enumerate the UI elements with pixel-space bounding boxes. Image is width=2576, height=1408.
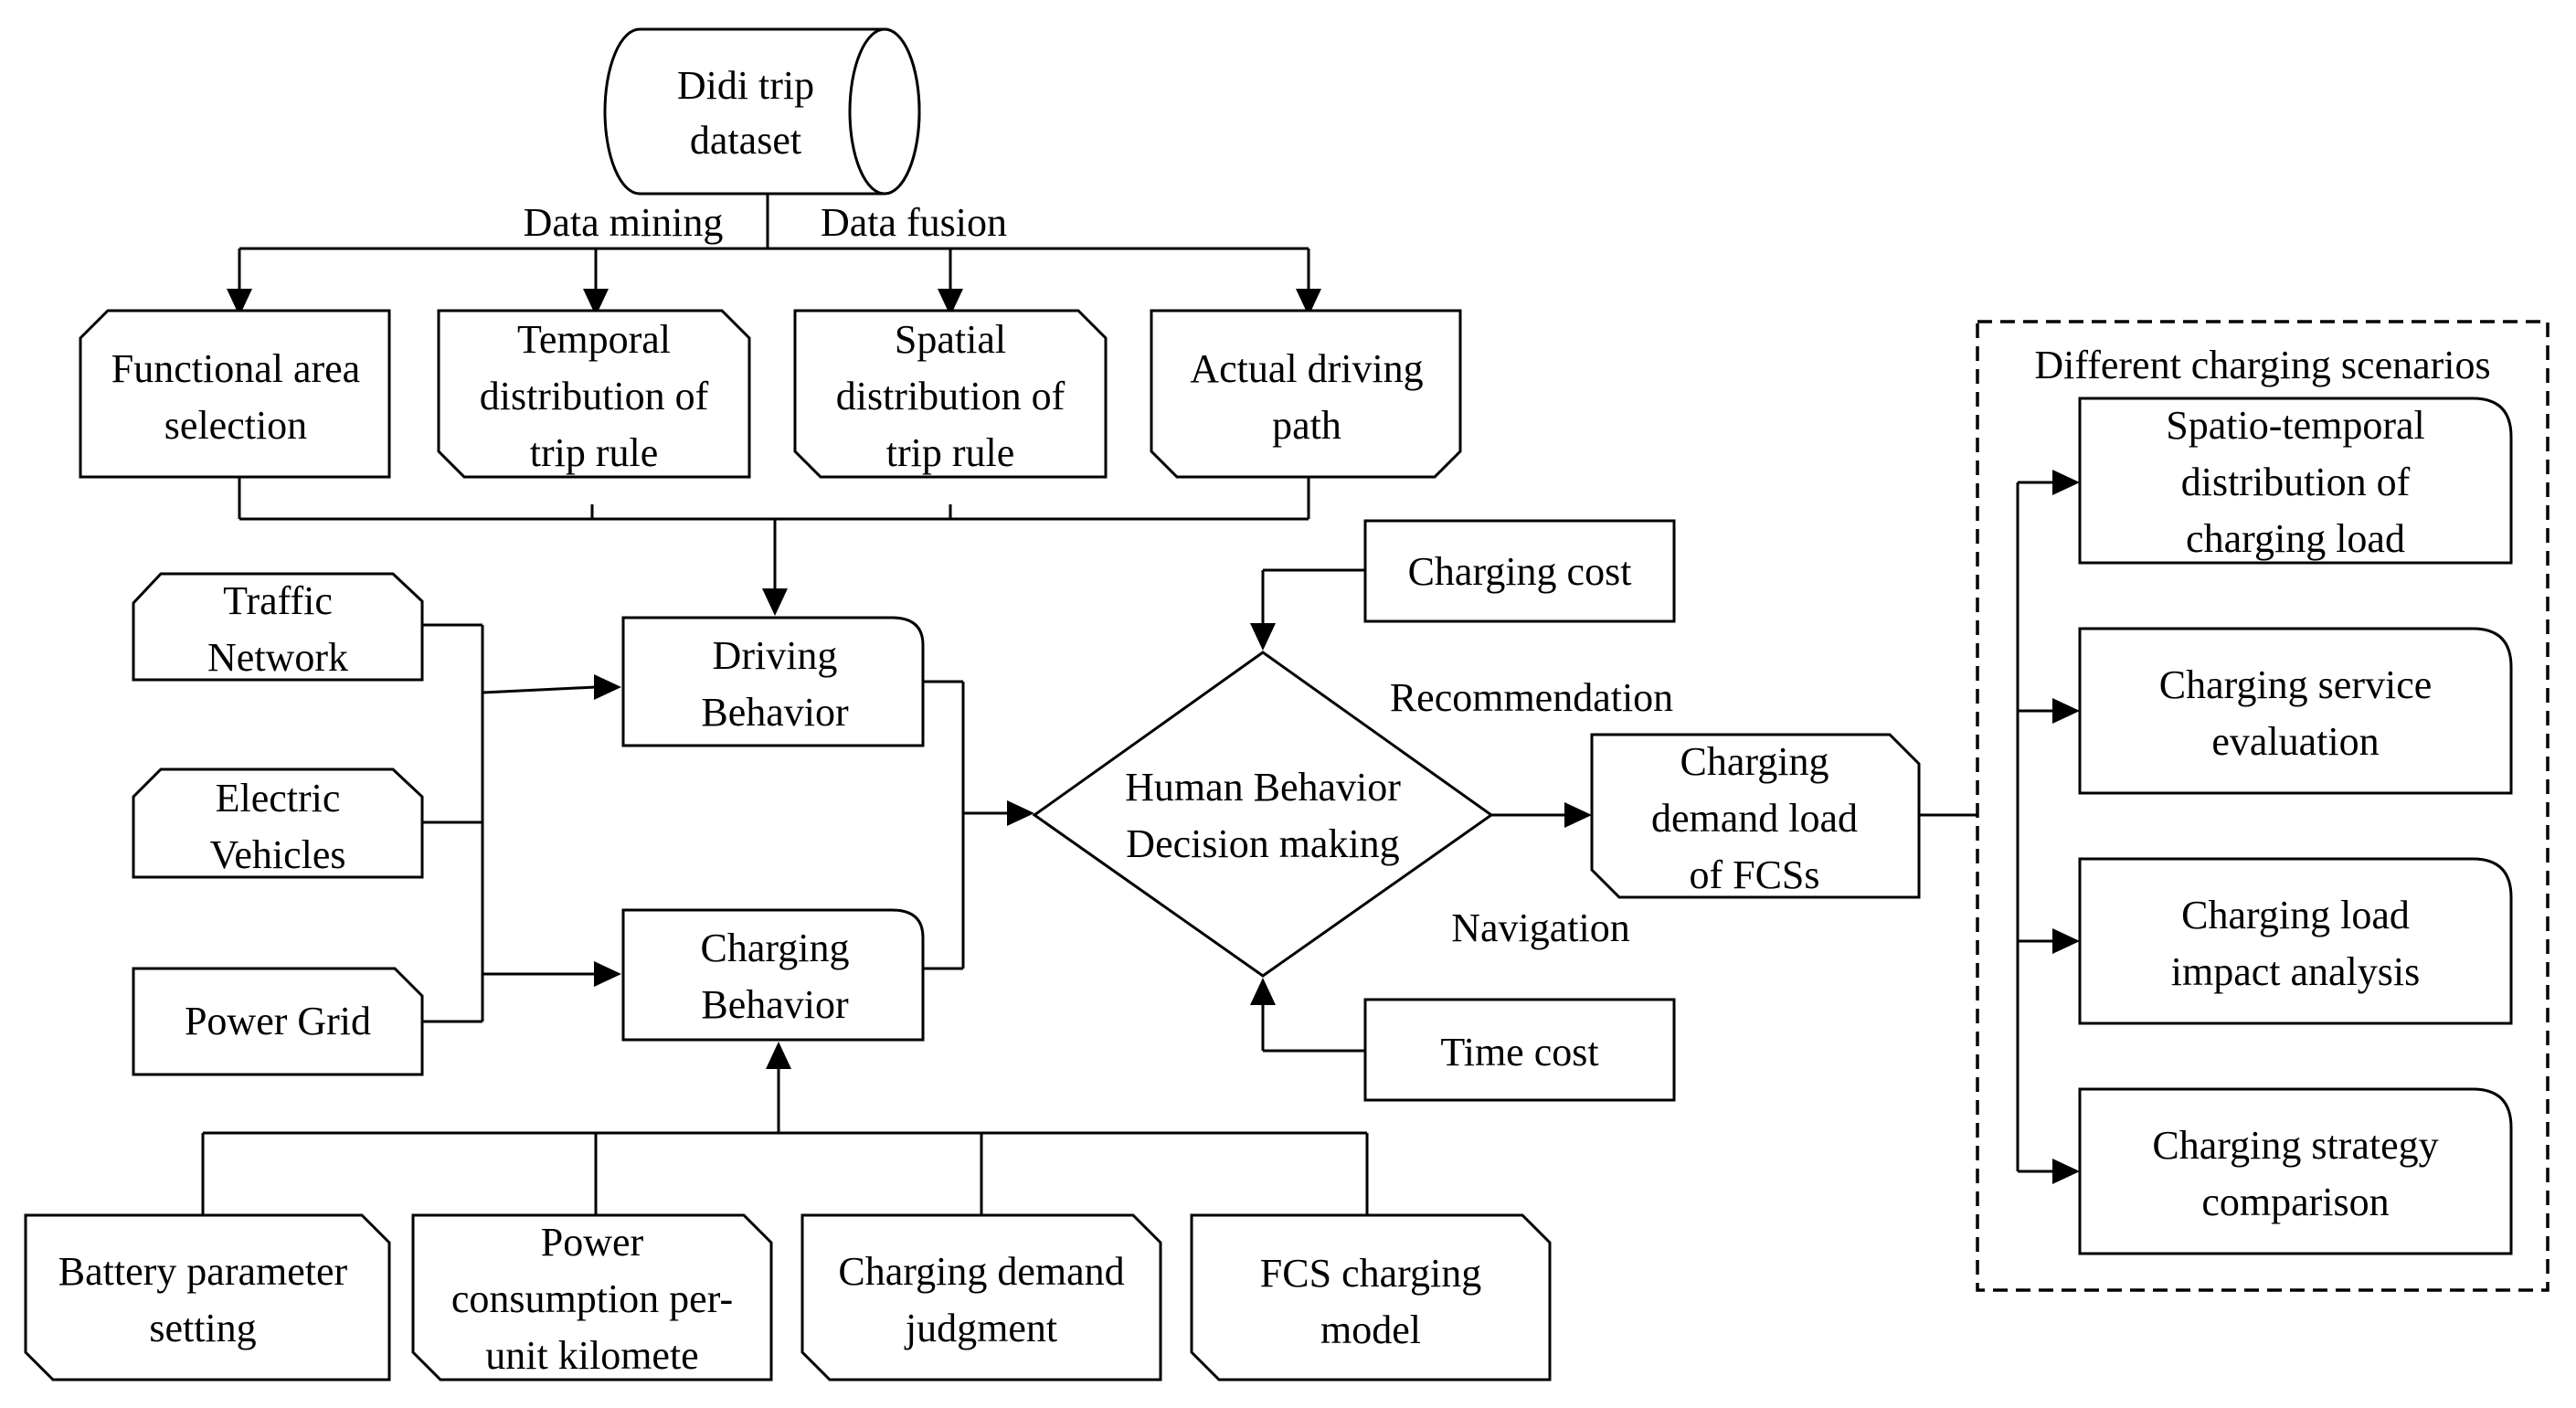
- power-consumption-box: Power consumption per- unit kilomete: [411, 1213, 773, 1382]
- scenario-1-line-1: Spatio-temporal: [2166, 403, 2425, 448]
- charging-behavior-line-1: Charging: [701, 926, 850, 970]
- driving-behavior-line-1: Driving: [713, 633, 838, 678]
- decision-diamond: Human Behavior Decision making: [1032, 651, 1494, 978]
- scenario-service-evaluation: Charging service evaluation: [2078, 627, 2513, 795]
- top-box-3-line-2: distribution of: [836, 374, 1065, 418]
- functional-area-box: Functional area selection: [79, 309, 391, 479]
- scenario-1-line-2: distribution of: [2181, 460, 2411, 504]
- bottom-box-3-line-2: judgment: [904, 1306, 1057, 1350]
- scenario-3-line-1: Charging load: [2181, 893, 2410, 937]
- data-fusion-label: Data fusion: [821, 200, 1007, 245]
- power-grid-box: Power Grid: [132, 967, 424, 1076]
- scenario-2-line-1: Charging service: [2159, 662, 2433, 707]
- input-3-line-1: Power Grid: [185, 999, 371, 1043]
- charging-demand-judgment-box: Charging demand judgment: [800, 1213, 1162, 1382]
- top-box-3-line-1: Spatial: [895, 317, 1006, 362]
- dataset-line-1: Didi trip: [677, 63, 814, 108]
- actual-driving-path-box: Actual driving path: [1150, 309, 1462, 479]
- bottom-box-2-line-2: consumption per-: [451, 1276, 733, 1321]
- recommendation-label: Recommendation: [1390, 675, 1673, 720]
- scenario-4-line-2: comparison: [2201, 1180, 2389, 1224]
- demand-load-line-3: of FCSs: [1689, 852, 1819, 897]
- bottom-boxes: Battery parameter setting Power consumpt…: [24, 1213, 1552, 1382]
- scenario-1-line-3: charging load: [2186, 516, 2405, 561]
- top-box-2-line-1: Temporal: [517, 317, 671, 362]
- demand-load-line-2: demand load: [1651, 796, 1858, 841]
- bottom-box-2-line-1: Power: [541, 1220, 644, 1265]
- scenario-impact-analysis: Charging load impact analysis: [2078, 857, 2513, 1025]
- bottom-box-1-line-2: setting: [149, 1306, 256, 1350]
- charging-cost-box: Charging cost: [1363, 519, 1676, 623]
- input-1-line-2: Network: [207, 635, 348, 680]
- top-boxes: Functional area selection Temporal distr…: [79, 309, 1462, 479]
- top-box-2-line-2: distribution of: [480, 374, 709, 418]
- scenario-spatio-temporal: Spatio-temporal distribution of charging…: [2078, 397, 2513, 565]
- dataset-cylinder: Didi trip dataset: [603, 27, 921, 196]
- fcs-charging-model-box: FCS charging model: [1190, 1213, 1552, 1382]
- scenario-3-line-2: impact analysis: [2171, 949, 2421, 994]
- dataset-line-2: dataset: [690, 118, 801, 163]
- top-box-3-line-3: trip rule: [886, 430, 1015, 475]
- charging-cost-label: Charging cost: [1408, 549, 1632, 594]
- scenario-strategy-comparison: Charging strategy comparison: [2078, 1087, 2513, 1255]
- input-1-line-1: Traffic: [223, 578, 333, 623]
- temporal-distribution-box: Temporal distribution of trip rule: [437, 309, 751, 479]
- top-box-2-line-3: trip rule: [530, 430, 659, 475]
- bottom-box-2-line-3: unit kilomete: [485, 1333, 698, 1378]
- bottom-box-1-line-1: Battery parameter: [58, 1249, 348, 1294]
- driving-behavior-box: Driving Behavior: [621, 616, 925, 747]
- input-boxes: Traffic Network Electric Vehicles Power …: [132, 572, 424, 1076]
- scenario-4-line-1: Charging strategy: [2152, 1123, 2438, 1168]
- electric-vehicles-box: Electric Vehicles: [132, 768, 424, 879]
- top-box-4-line-1: Actual driving: [1190, 346, 1423, 391]
- time-cost-box: Time cost: [1363, 998, 1676, 1102]
- decision-line-2: Decision making: [1126, 821, 1399, 866]
- scenarios-title: Different charging scenarios: [2034, 343, 2490, 387]
- data-mining-label: Data mining: [524, 200, 724, 245]
- input-2-line-2: Vehicles: [209, 832, 345, 877]
- decision-line-1: Human Behavior: [1125, 765, 1401, 810]
- demand-load-line-1: Charging: [1680, 739, 1829, 784]
- time-cost-label: Time cost: [1440, 1030, 1598, 1075]
- charging-behavior-box: Charging Behavior: [621, 908, 925, 1042]
- charging-behavior-line-2: Behavior: [701, 982, 849, 1027]
- bottom-box-4-line-1: FCS charging: [1260, 1251, 1481, 1296]
- bottom-box-3-line-1: Charging demand: [838, 1249, 1124, 1294]
- input-2-line-1: Electric: [216, 776, 341, 820]
- scenario-2-line-2: evaluation: [2211, 719, 2379, 764]
- traffic-network-box: Traffic Network: [132, 572, 424, 682]
- connectors: [201, 194, 2080, 1215]
- navigation-label: Navigation: [1451, 905, 1630, 950]
- battery-parameter-box: Battery parameter setting: [24, 1213, 391, 1382]
- top-box-1-line-2: selection: [164, 403, 307, 448]
- demand-load-box: Charging demand load of FCSs: [1590, 733, 1921, 899]
- top-box-4-line-2: path: [1272, 403, 1341, 448]
- driving-behavior-line-2: Behavior: [701, 690, 849, 735]
- bottom-box-4-line-2: model: [1320, 1307, 1421, 1352]
- spatial-distribution-box: Spatial distribution of trip rule: [793, 309, 1108, 479]
- top-box-1-line-1: Functional area: [111, 346, 360, 391]
- scenarios-panel: Different charging scenarios Spatio-temp…: [1976, 320, 2549, 1292]
